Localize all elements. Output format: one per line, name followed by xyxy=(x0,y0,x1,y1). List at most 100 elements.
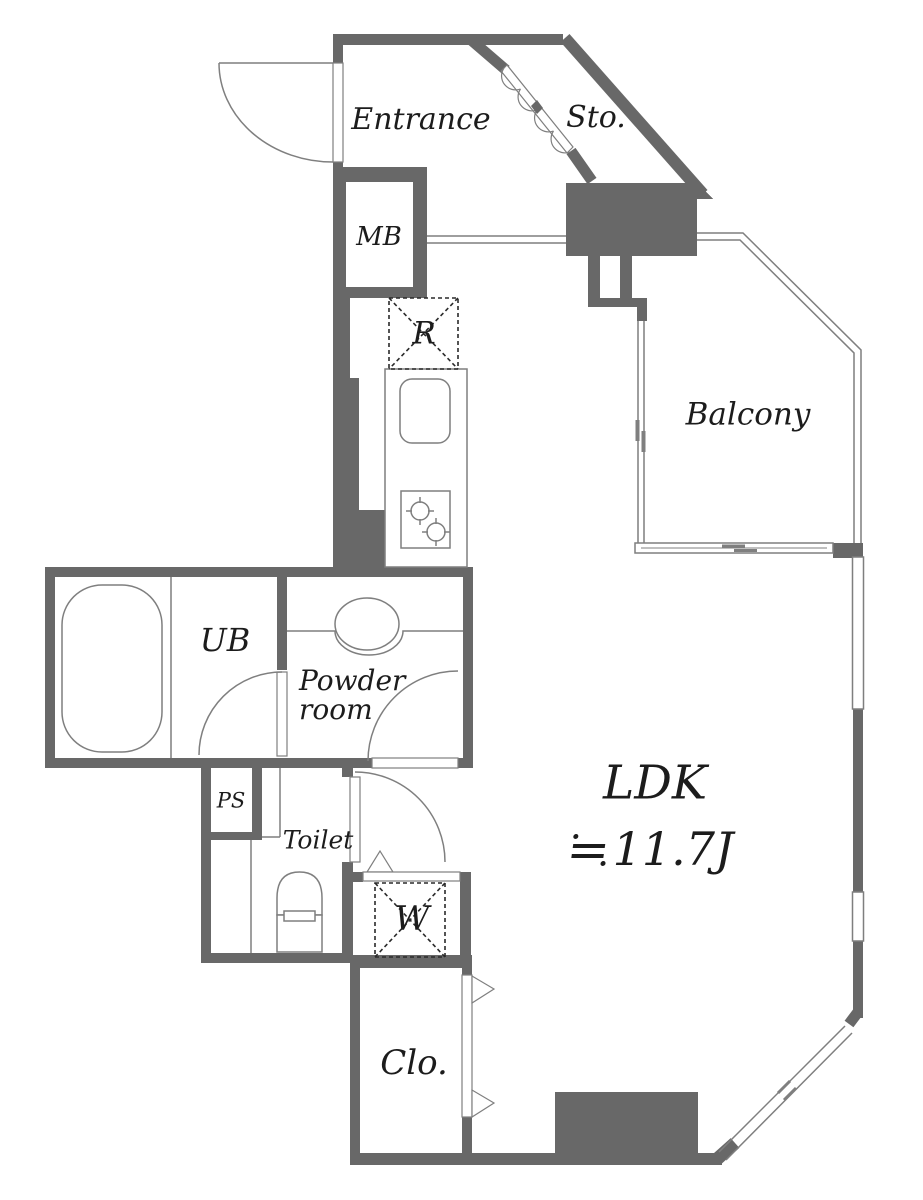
sash-overlap-tick-1 xyxy=(722,544,745,548)
entrance-door-swing-arc xyxy=(218,62,334,163)
wall-ub-powder-divider xyxy=(277,567,287,670)
wall-pillar-north xyxy=(566,183,697,256)
approx-equal-symbol xyxy=(568,829,612,869)
wall-storage-inner-diagonal xyxy=(466,34,510,75)
entrance-door-leaf xyxy=(332,62,344,163)
wall-entrance-left-lower xyxy=(333,162,343,168)
washer-alcove-opening xyxy=(362,871,461,882)
kitchen-fixtures xyxy=(384,368,468,568)
wall-kitchen-west-2 xyxy=(333,378,359,510)
wall-balcony-left-cap xyxy=(637,307,647,321)
room-label-powder-room: Powder room xyxy=(299,666,405,725)
balcony-railing xyxy=(637,232,862,543)
wall-washer-left-cap xyxy=(353,872,363,882)
wall-closet-left xyxy=(350,968,360,1165)
dashed-boxes xyxy=(374,297,459,958)
closet-door-panel xyxy=(461,974,473,1118)
room-label-storage: Sto. xyxy=(566,100,626,135)
wall-top xyxy=(333,34,563,45)
wall-balcony-south-block xyxy=(833,543,863,558)
vanity-counter-line xyxy=(287,630,463,656)
wall-east-lower xyxy=(853,940,863,1018)
wall-bath-left xyxy=(45,577,55,758)
ldk-size-value: 11.7J xyxy=(612,822,734,876)
stove-burner-icon-1 xyxy=(406,497,434,525)
bath-door-leaf xyxy=(276,671,288,757)
room-label-entrance: Entrance xyxy=(351,102,491,137)
wall-south-pillar xyxy=(555,1092,698,1153)
wall-toilet-right-stub xyxy=(342,768,353,777)
kitchen-sink-icon xyxy=(399,378,451,444)
wall-ps-bottom xyxy=(201,832,262,840)
wall-east-diagonal-stub xyxy=(844,1008,863,1028)
balcony-rail-inner xyxy=(697,239,855,543)
wall-duct-left xyxy=(588,252,600,307)
washer-box xyxy=(374,882,446,958)
wall-ps-right xyxy=(252,768,262,840)
wall-entrance-left-upper xyxy=(333,45,343,63)
diagonal-walls xyxy=(466,34,863,1165)
closet-door-triangle-top xyxy=(471,974,496,1005)
storage-bifold-fan-4 xyxy=(550,130,571,154)
east-window-lower xyxy=(851,891,865,942)
stove-icon xyxy=(400,490,451,549)
windows xyxy=(851,556,865,942)
powder-room-line-1: Powder xyxy=(299,664,406,697)
wall-washer-bottom xyxy=(350,955,472,968)
doors xyxy=(198,62,574,1119)
balcony-window-ticks xyxy=(635,420,646,452)
balcony-rail-outer xyxy=(697,232,862,543)
refrigerator-box-cross-2 xyxy=(388,297,459,370)
storage-bifold-fan-2 xyxy=(517,88,538,112)
meter-box-interior xyxy=(346,182,413,287)
powder-room-line-2: room xyxy=(299,693,373,727)
wall-toilet-bottom xyxy=(201,953,353,963)
bathtub-icon xyxy=(61,584,163,753)
toilet-lid-icon xyxy=(283,910,316,922)
room-label-pipe-space: PS xyxy=(216,788,246,813)
room-label-toilet: Toilet xyxy=(282,825,354,855)
wall-closet-right-top xyxy=(462,968,472,975)
washer-box-cross-2 xyxy=(374,882,446,958)
toilet-door-leaf xyxy=(349,776,361,863)
wall-bath-bottom-right xyxy=(458,758,473,768)
room-label-refrigerator: R xyxy=(412,315,436,352)
east-window-upper xyxy=(851,556,865,710)
wall-kitchen-west-1 xyxy=(333,298,350,378)
toilet-bowl-icon xyxy=(276,871,323,916)
wall-closet-right-bottom xyxy=(462,1117,472,1153)
bath-door-swing-arc xyxy=(198,671,283,756)
wall-washer-right xyxy=(460,872,471,965)
room-label-meter-box: MB xyxy=(356,222,402,252)
room-label-closet: Clo. xyxy=(380,1043,448,1083)
wall-bath-top xyxy=(45,567,473,577)
room-label-washer: W xyxy=(394,899,430,939)
bathroom-fixtures xyxy=(61,584,463,953)
wall-toilet-right-lower xyxy=(342,862,353,963)
diagonal-window xyxy=(718,1025,853,1161)
left-window-sash-tick-2 xyxy=(641,431,646,452)
storage-bifold-fan-3 xyxy=(533,109,554,133)
diagonal-window-tick-1 xyxy=(776,1079,792,1095)
storage-bifold-fan-1 xyxy=(500,67,521,91)
storage-bifold-center-post xyxy=(531,100,543,114)
vanity-sink-icon xyxy=(334,597,400,651)
wall-duct-bottom xyxy=(588,298,647,307)
left-window-sash-tick-1 xyxy=(635,420,640,441)
wall-bath-bottom-left xyxy=(45,758,372,768)
room-label-unit-bath: UB xyxy=(199,621,251,659)
room-label-ldk-size: 11.7J xyxy=(568,822,734,876)
room-label-balcony: Balcony xyxy=(685,396,811,433)
wall-south xyxy=(350,1153,722,1165)
wall-toilet-left xyxy=(201,768,211,963)
wall-storage-connector xyxy=(566,147,597,185)
sash-overlap-tick-2 xyxy=(734,549,757,552)
balcony-sash xyxy=(634,542,834,554)
toilet-door-swing-arc xyxy=(354,771,446,863)
closet-door-triangle-bottom xyxy=(471,1088,496,1119)
diagonal-window-tick-2 xyxy=(782,1086,798,1102)
wall-powder-right xyxy=(463,567,473,758)
wall-storage-outer-diagonal xyxy=(560,34,708,198)
